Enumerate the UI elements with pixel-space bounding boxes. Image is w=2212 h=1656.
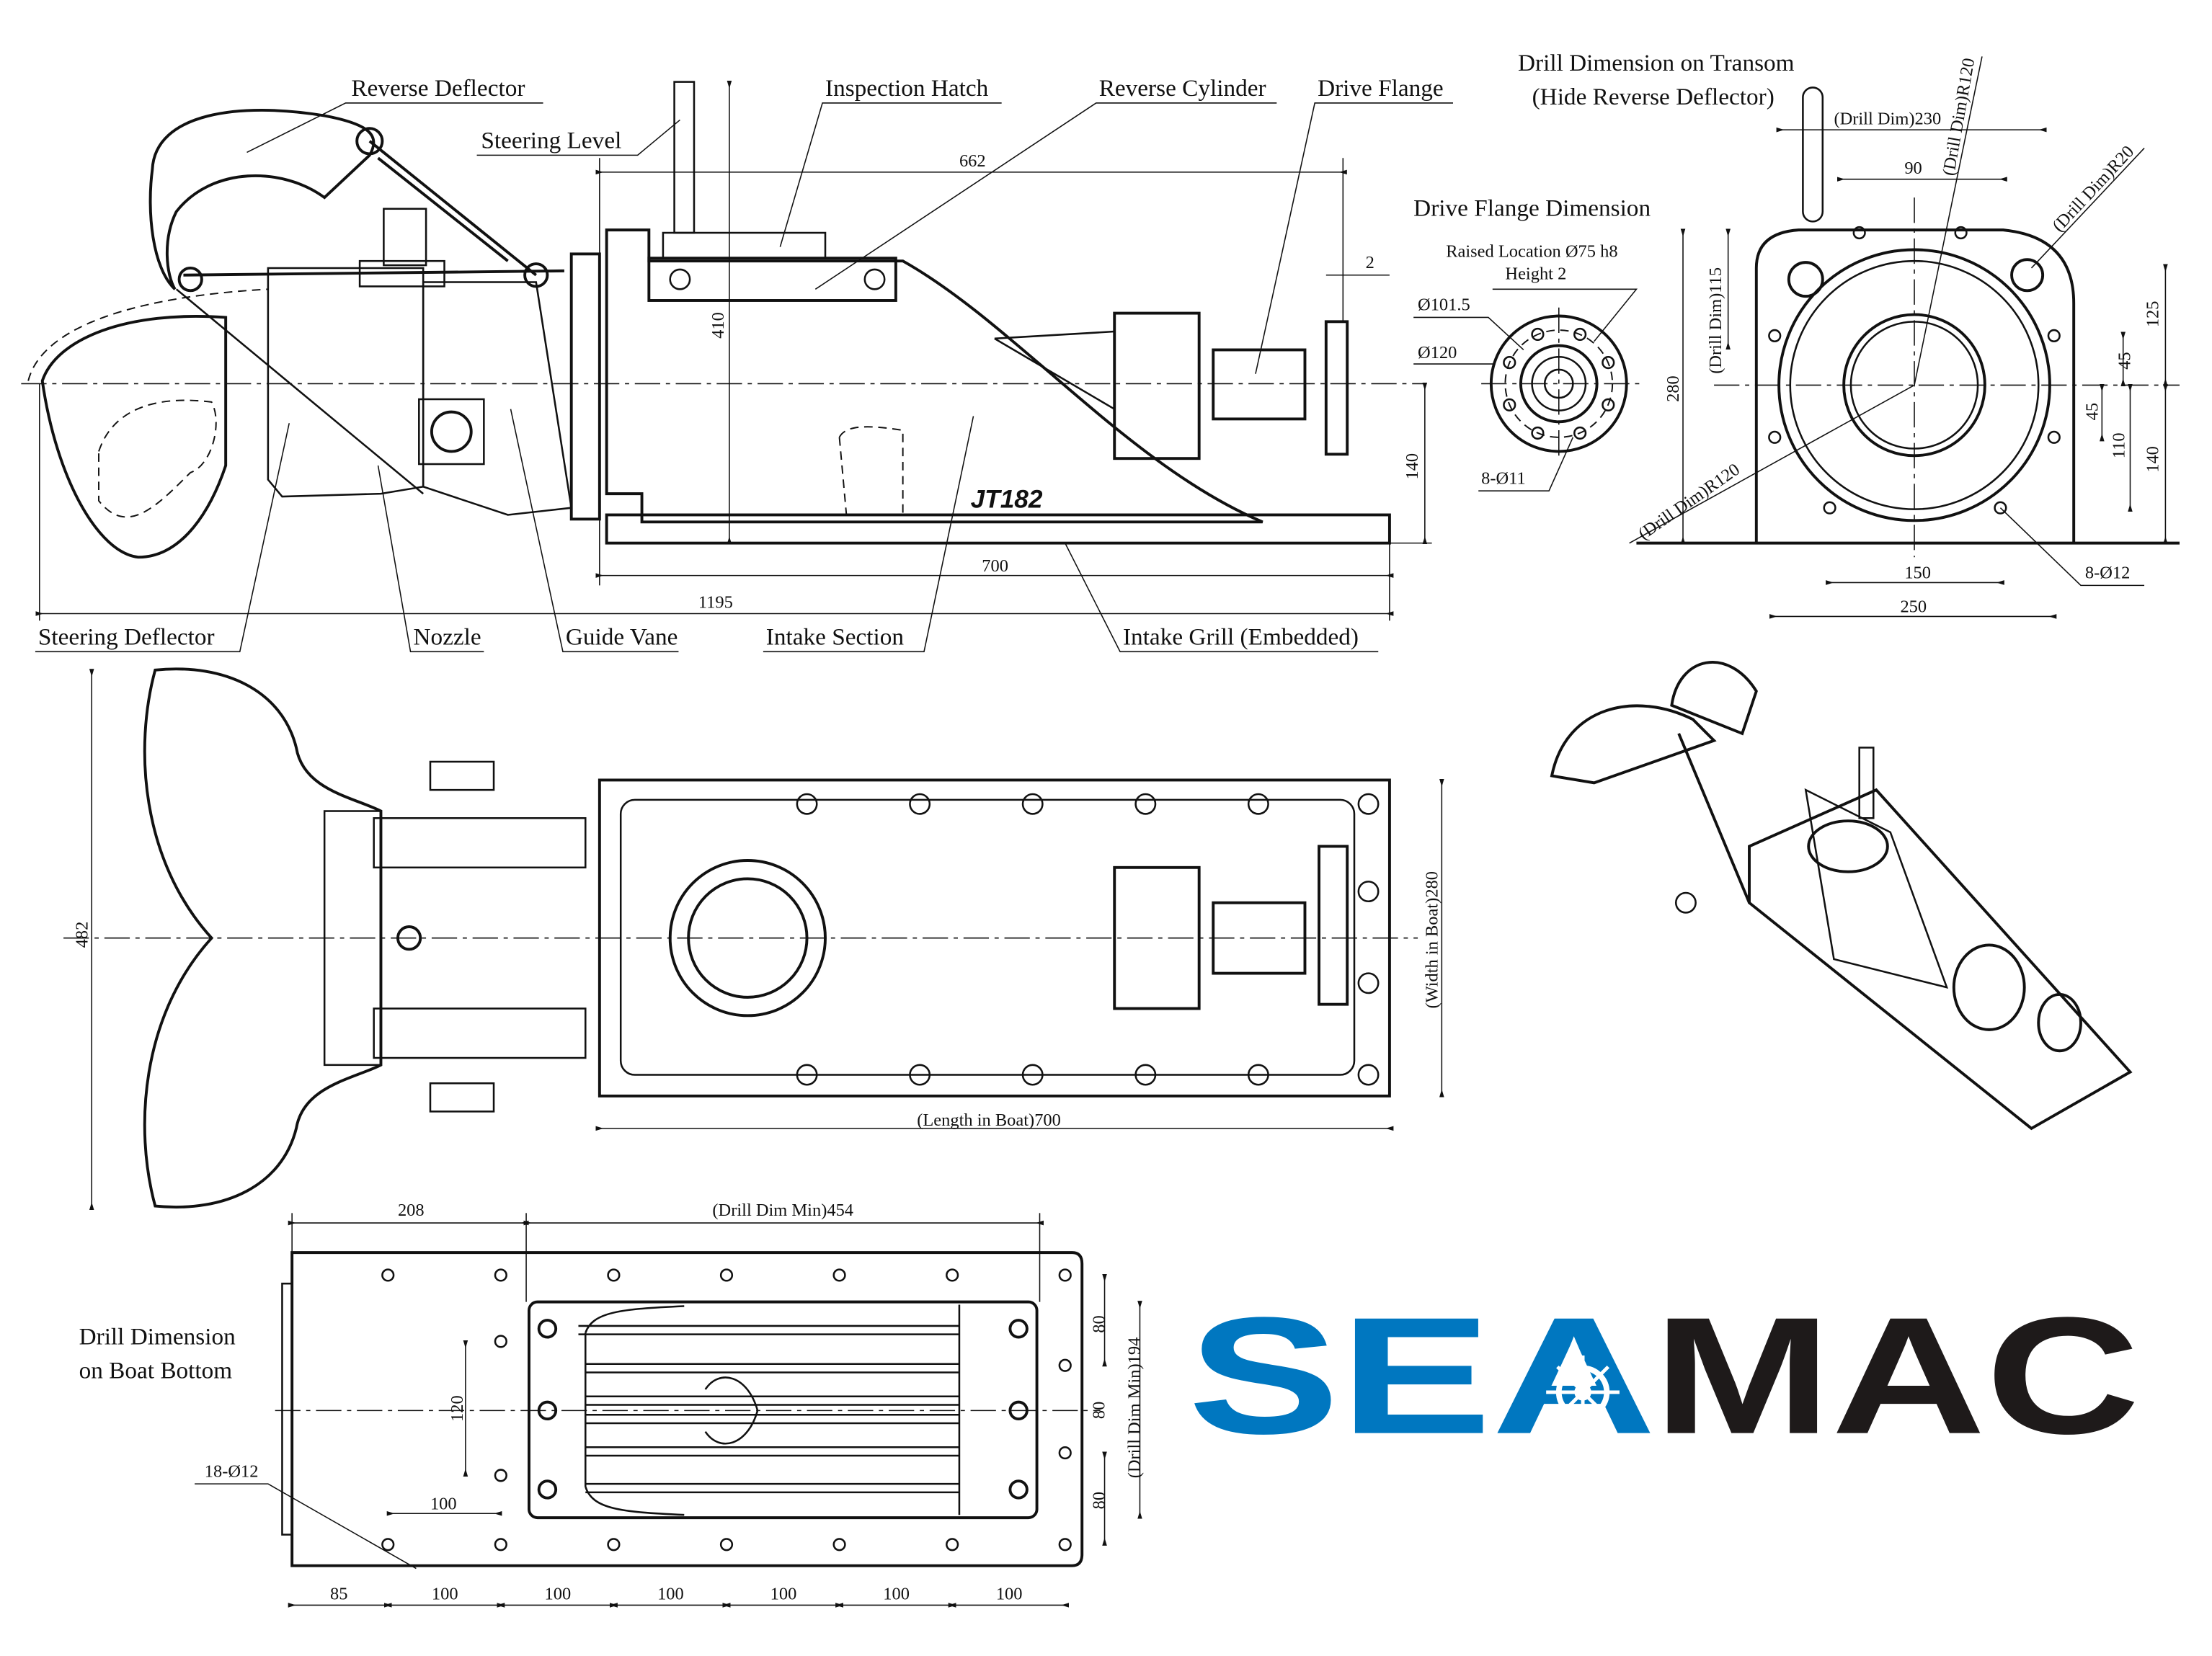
dim-r120-top: (Drill Dim)R120 (1939, 57, 1978, 177)
label-intake-section: Intake Section (766, 624, 905, 651)
top-view: 482 (Width in Boat)280 (Length in Boat)7… (63, 667, 1444, 1211)
dim-140: 140 (1403, 453, 1422, 480)
dim-194: (Drill Dim Min)194 (1124, 1337, 1144, 1479)
dim-80-bottom: 80 (1090, 1492, 1109, 1509)
seamac-logo: SEA MAC (1188, 1283, 2140, 1469)
dim-100: 100 (770, 1585, 797, 1604)
dim-100: 100 (432, 1585, 458, 1604)
dim-2: 2 (1366, 253, 1374, 272)
label-steering-level: Steering Level (481, 128, 621, 154)
drive-flange-title: Drive Flange Dimension (1413, 195, 1651, 222)
dim-140-right: 140 (2144, 446, 2163, 473)
steering-lever-end (1802, 86, 1824, 223)
dim-150: 150 (1904, 564, 1931, 583)
guide-vane-shape (422, 281, 573, 516)
transom-outline (1754, 228, 2076, 543)
label-inspection-hatch: Inspection Hatch (825, 75, 989, 102)
logo-text-sea: SEA (1188, 1283, 1656, 1469)
nozzle-boss (418, 398, 485, 466)
model-marking: JT182 (971, 486, 1043, 514)
drive-flange-shape (1324, 320, 1349, 456)
nozzle-shape (267, 267, 425, 498)
boat-bottom-title-line1: Drill Dimension (79, 1323, 236, 1350)
dim-110: 110 (2110, 432, 2129, 458)
drive-shaft (1212, 348, 1307, 421)
bottom-dim-chain: 85 100 100 100 100 100 100 (288, 1585, 1070, 1608)
dim-1195: 1195 (698, 593, 733, 613)
dim-482: 482 (72, 922, 92, 948)
drive-flange-view: Drive Flange Dimension Raised Location Ø… (1413, 195, 1651, 491)
label-reverse-deflector: Reverse Deflector (351, 75, 525, 102)
bottom-plate-outline (290, 1251, 1084, 1567)
label-intake-grill: Intake Grill (Embedded) (1123, 624, 1359, 651)
dim-115: (Drill Dim)115 (1706, 267, 1725, 374)
label-nozzle: Nozzle (413, 624, 481, 651)
dim-100: 100 (657, 1585, 684, 1604)
inspection-hatch (662, 231, 827, 259)
reverse-deflector-shape (148, 109, 376, 290)
grill-bars (578, 1304, 961, 1516)
transom-holes-note: 8-Ø12 (2085, 564, 2130, 583)
dim-r120-bottom: (Drill Dim)R120 (1635, 460, 1744, 544)
steering-deflector-shape (40, 315, 228, 559)
dim-length-700: (Length in Boat)700 (917, 1110, 1061, 1130)
label-guide-vane: Guide Vane (566, 624, 678, 651)
dim-80-mid: 80 (1090, 1402, 1109, 1419)
dim-100: 100 (996, 1585, 1023, 1604)
dim-width-280: (Width in Boat)280 (1422, 871, 1442, 1009)
base-plate (605, 513, 1391, 545)
label-reverse-cylinder: Reverse Cylinder (1099, 75, 1266, 102)
dim-662: 662 (959, 151, 986, 171)
dim-230: (Drill Dim)230 (1834, 109, 1941, 128)
bottom-holes-note: 18-Ø12 (205, 1461, 259, 1481)
dim-45-upper: 45 (2115, 352, 2134, 369)
boat-bottom-title-line2: on Boat Bottom (79, 1357, 233, 1384)
dim-dia-120: Ø120 (1418, 343, 1457, 362)
label-drive-flange: Drive Flange (1318, 75, 1444, 102)
grill-bolts (537, 1319, 1029, 1500)
bearing-housing (1113, 311, 1201, 460)
dim-80-top: 80 (1090, 1315, 1109, 1332)
reverse-cylinder (647, 257, 897, 302)
dim-100: 100 (883, 1585, 910, 1604)
intake-grill-bottom (528, 1300, 1039, 1520)
flange-bolt-holes (1503, 327, 1615, 440)
isometric-view (1550, 661, 2133, 1131)
dim-85: 85 (330, 1585, 347, 1604)
transom-view: Drill Dimension on Transom (Hide Reverse… (1518, 50, 2180, 619)
frame-bolt-holes (796, 793, 1380, 1086)
transom-bolt-holes (1768, 226, 2061, 515)
dim-45-lower: 45 (2082, 403, 2102, 420)
transom-title-line1: Drill Dimension on Transom (1518, 50, 1795, 76)
logo-text-mac: MAC (1653, 1283, 2140, 1469)
transom-title-line2: (Hide Reverse Deflector) (1532, 84, 1775, 110)
transom-flange-plate (569, 252, 601, 521)
dim-280: 280 (1664, 375, 1683, 402)
flange-holes-note: 8-Ø11 (1481, 468, 1526, 488)
dim-250: 250 (1900, 597, 1927, 617)
dim-100: 100 (545, 1585, 572, 1604)
dim-r20: (Drill Dim)R20 (2048, 142, 2138, 236)
intake-section-body (605, 228, 1263, 524)
deflector-plan-shape (143, 667, 383, 1208)
ship-wheel-icon (1546, 1355, 1620, 1429)
dim-700: 700 (982, 556, 1008, 576)
dim-454: (Drill Dim Min)454 (712, 1201, 853, 1220)
raised-location-note: Raised Location Ø75 h8 (1446, 241, 1617, 261)
dim-120: 120 (448, 1395, 467, 1422)
side-view: JT182 662 410 2 140 700 1195 Reverse Def… (21, 75, 1453, 653)
dim-208: 208 (398, 1201, 425, 1220)
label-steering-deflector: Steering Deflector (38, 624, 215, 651)
drill-holes (381, 1268, 1072, 1552)
boat-bottom-view: Drill Dimension on Boat Bottom (79, 1201, 1144, 1608)
dim-410: 410 (709, 312, 728, 339)
dim-125: 125 (2144, 301, 2163, 327)
dim-dia-101-5: Ø101.5 (1418, 295, 1470, 315)
dim-100-left: 100 (430, 1494, 457, 1513)
height-note: Height 2 (1505, 264, 1566, 284)
steering-lever (673, 81, 696, 234)
dim-90: 90 (1904, 159, 1922, 178)
